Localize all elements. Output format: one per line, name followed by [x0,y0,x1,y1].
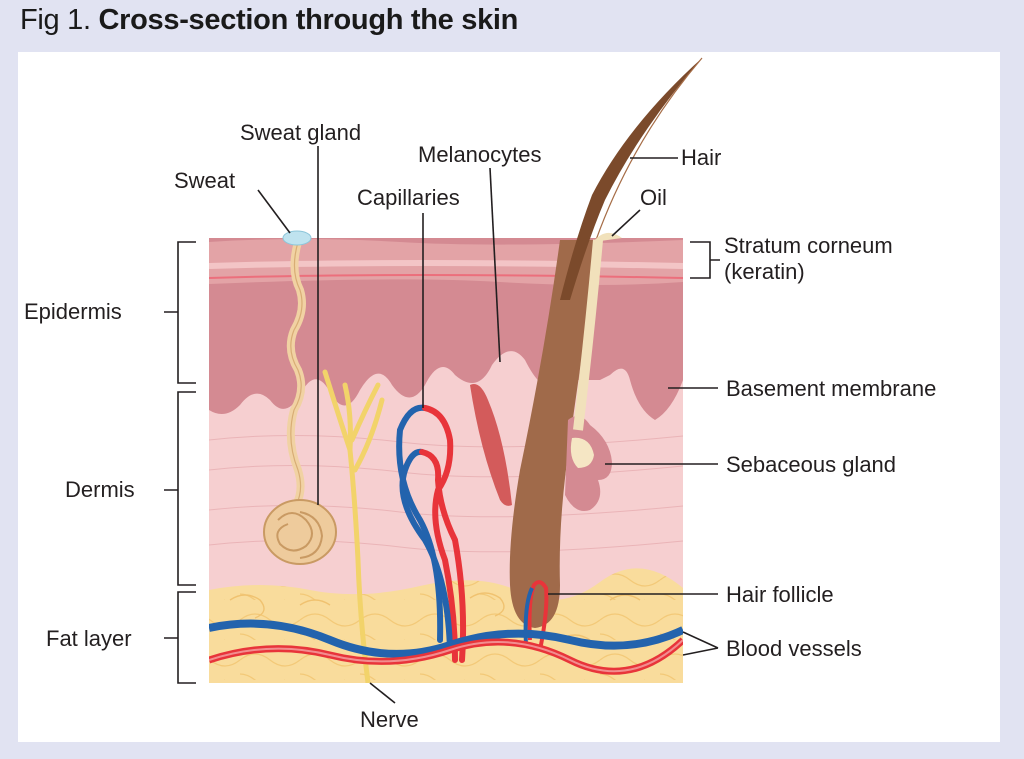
label-epidermis: Epidermis [24,299,122,324]
hair-follicle-shape [509,240,600,628]
label-hair-follicle: Hair follicle [726,582,834,607]
figure-number: Fig 1. [20,4,91,36]
vein-vessel [209,619,683,658]
label-oil: Oil [640,185,667,210]
label-dermis: Dermis [65,477,135,502]
label-nerve: Nerve [360,707,419,732]
sweat-gland-coil [263,499,337,565]
label-fat-layer: Fat layer [46,626,132,651]
figure-title: Fig 1. Cross-section through the skin [20,4,518,37]
label-melanocytes: Melanocytes [418,142,542,167]
capillary-loops [396,404,467,663]
sweat-droplet [282,230,312,246]
arrector-muscle [470,384,512,506]
label-sweat-gland: Sweat gland [240,120,361,145]
skin-block [209,238,683,683]
label-keratin: (keratin) [724,259,805,284]
label-stratum-corneum: Stratum corneum [724,233,893,258]
label-hair: Hair [681,145,721,170]
label-blood-vessels: Blood vessels [726,636,862,661]
hair-shaft [560,58,702,300]
label-capillaries: Capillaries [357,185,460,210]
label-sweat: Sweat [174,168,235,193]
figure-heading: Cross-section through the skin [98,4,519,36]
label-sebaceous-gland: Sebaceous gland [726,452,896,477]
leader-lines [164,146,720,704]
label-basement-membrane: Basement membrane [726,376,936,401]
